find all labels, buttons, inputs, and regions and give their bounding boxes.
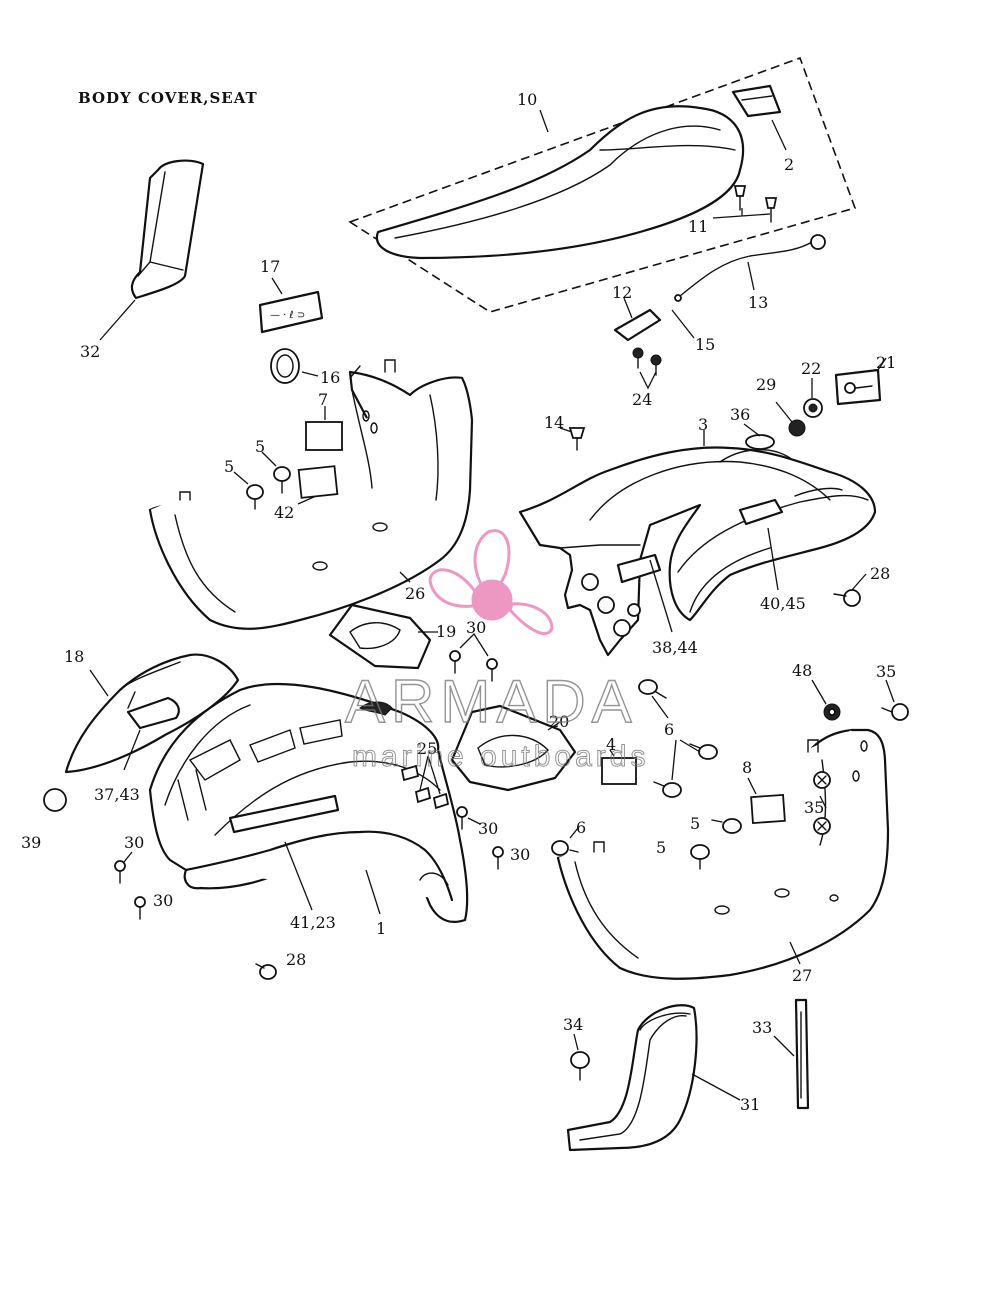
label-4: 4: [606, 735, 616, 754]
cap-39: [43, 788, 67, 812]
label-5-left-a: 5: [255, 437, 265, 456]
label-40-45: 40,45: [760, 594, 806, 613]
bolts-24: [632, 347, 662, 390]
front-guard-18: [64, 653, 240, 774]
label-5-right-b: 5: [656, 838, 666, 857]
label-22: 22: [801, 359, 821, 378]
label-34: 34: [563, 1015, 583, 1034]
label-31: 31: [740, 1095, 760, 1114]
label-plate-42: [297, 465, 339, 499]
label-41-23: 41,23: [290, 913, 336, 932]
label-28-lower: 28: [286, 950, 306, 969]
part-number-labels: 10 2 11 13 12 15 24 17 32 16 7 5 5 42 26…: [21, 90, 896, 1114]
label-48: 48: [792, 661, 812, 680]
label-36: 36: [730, 405, 750, 424]
label-19: 19: [436, 622, 456, 641]
label-plate-7: [305, 421, 343, 451]
label-30-e: 30: [153, 891, 173, 910]
cover-31: [566, 1004, 698, 1152]
label-11: 11: [688, 217, 708, 236]
right-footboard-27: [556, 728, 890, 980]
hardware-right-upper: [559, 357, 887, 607]
left-footboard-26: [148, 359, 474, 630]
label-27: 27: [792, 966, 812, 985]
screw-34: [570, 1033, 590, 1081]
label-10: 10: [517, 90, 537, 109]
label-35-b: 35: [804, 798, 824, 817]
label-32: 32: [80, 342, 100, 361]
screws-30: [114, 632, 504, 920]
label-15: 15: [695, 335, 715, 354]
label-25: 25: [417, 739, 437, 758]
label-5-right-a: 5: [690, 814, 700, 833]
seat-assembly: [348, 56, 857, 313]
label-38-44: 38,44: [652, 638, 698, 657]
label-30-d: 30: [124, 833, 144, 852]
label-21: 21: [876, 353, 896, 372]
label-20: 20: [549, 712, 569, 731]
propeller-logo-icon: [428, 529, 554, 635]
side-cover-32: [130, 159, 205, 300]
label-26: 26: [405, 584, 425, 603]
screw-28-lower: [255, 963, 277, 980]
bracket-20: [450, 704, 577, 792]
label-16: 16: [320, 368, 340, 387]
rear-fender-3: [518, 434, 877, 657]
label-7: 7: [318, 390, 328, 409]
diagram-title: BODY COVER,SEAT: [78, 89, 258, 107]
svg-text:— · ℓ ⊃: — · ℓ ⊃: [270, 310, 305, 321]
label-plate-8: [750, 793, 786, 825]
label-28-upper: 28: [870, 564, 890, 583]
label-30-c: 30: [510, 845, 530, 864]
bolts-11: [712, 185, 778, 223]
label-1: 1: [376, 919, 386, 938]
label-6-lower: 6: [576, 818, 586, 837]
label-39: 39: [21, 833, 41, 852]
plate-17: [258, 290, 324, 334]
clips-25: [400, 755, 450, 810]
label-33: 33: [752, 1018, 772, 1037]
label-13: 13: [748, 293, 768, 312]
watermark-tagline: marine outboards: [352, 740, 649, 773]
label-18: 18: [64, 647, 84, 666]
label-37-43: 37,43: [94, 785, 140, 804]
strip-33: [794, 998, 810, 1110]
label-42: 42: [274, 503, 294, 522]
front-fender-1: [148, 682, 469, 923]
watermark: ARMADA marine outboards: [344, 529, 649, 774]
grommet-16: [270, 348, 300, 384]
label-6-upper: 6: [664, 720, 674, 739]
label-3: 3: [698, 415, 708, 434]
label-30-b: 30: [478, 819, 498, 838]
label-2: 2: [784, 155, 794, 174]
label-17: 17: [260, 257, 280, 276]
watermark-brand: ARMADA: [345, 668, 638, 735]
screws-5-left: [233, 451, 291, 510]
label-12: 12: [612, 283, 632, 302]
label-14: 14: [544, 413, 564, 432]
label-29: 29: [756, 375, 776, 394]
label-8: 8: [742, 758, 752, 777]
label-plate-4: [601, 757, 637, 785]
bracket-19: [328, 603, 432, 670]
label-35-a: 35: [876, 662, 896, 681]
label-5-left-b: 5: [224, 457, 234, 476]
label-24: 24: [632, 390, 652, 409]
fasteners-right: [551, 679, 909, 870]
label-30-a: 30: [466, 618, 486, 637]
bracket-12: [613, 308, 662, 342]
seat-cable-13: [674, 234, 826, 302]
